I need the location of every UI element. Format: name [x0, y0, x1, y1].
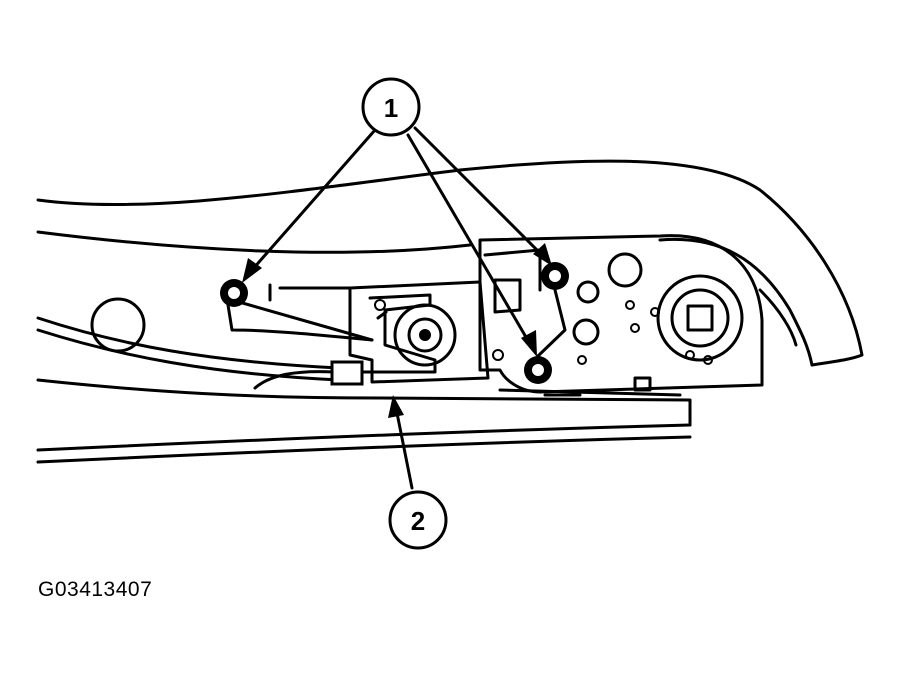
bolt-lower-right	[524, 356, 552, 384]
callout-1-label: 1	[384, 93, 398, 123]
seat-cushion-outline	[36, 159, 864, 367]
adjuster-housing	[348, 280, 490, 384]
callout-2: 2	[388, 490, 448, 550]
recliner-pivot	[656, 274, 744, 362]
bolt-upper-right	[541, 262, 569, 290]
recliner-plate	[478, 234, 764, 397]
mounting-bracket	[226, 283, 374, 342]
callout-1: 1	[361, 77, 421, 137]
bolt-left	[220, 279, 248, 307]
link-arm	[536, 288, 567, 358]
figure-id: G03413407	[38, 578, 153, 601]
leader-arrow-2	[388, 395, 414, 490]
frame-hole	[90, 297, 146, 353]
callout-2-label: 2	[411, 506, 425, 536]
cable-connector	[253, 360, 380, 390]
leader-arrows-1	[242, 126, 552, 357]
